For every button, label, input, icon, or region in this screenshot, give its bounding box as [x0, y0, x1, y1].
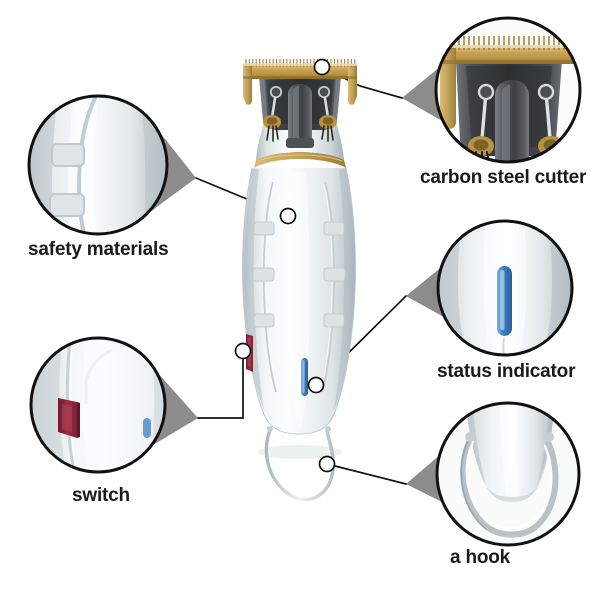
grip-panels [262, 181, 336, 393]
callout-circle-a-hook [435, 401, 581, 547]
callout-circle-carbon-steel-cutter [434, 16, 582, 164]
callout-circle-safety-materials [27, 94, 169, 236]
gold-trim-ring [254, 152, 346, 168]
callout-label-safety-materials: safety materials [28, 239, 169, 260]
blade-bushings [263, 115, 337, 142]
carbon-steel-blade [243, 59, 357, 105]
anchor-dot-switch [234, 342, 252, 360]
leader-line-switch [197, 350, 244, 419]
motor-post [286, 84, 314, 148]
grip-ridges-left [252, 221, 275, 328]
hanging-hook [264, 426, 335, 502]
anchor-dot-hook [318, 455, 336, 473]
callout-label-carbon-steel-cutter: carbon steel cutter [420, 167, 587, 188]
anchor-dots [234, 58, 336, 473]
callout-circle-status-indicator [436, 219, 574, 357]
anchor-dot-carbon [313, 58, 331, 76]
callout-label-status-indicator: status indicator [437, 361, 576, 382]
callout-label-switch: switch [72, 485, 130, 506]
leader-line-hook [326, 463, 407, 485]
callout-label-a-hook: a hook [450, 547, 511, 568]
product-trimmer [234, 58, 357, 502]
status-led [301, 358, 308, 396]
callout-circle-switch [29, 336, 167, 474]
anchor-dot-status [307, 376, 325, 394]
anchor-dot-safety [279, 207, 297, 225]
grip-ridges-right [323, 221, 346, 328]
